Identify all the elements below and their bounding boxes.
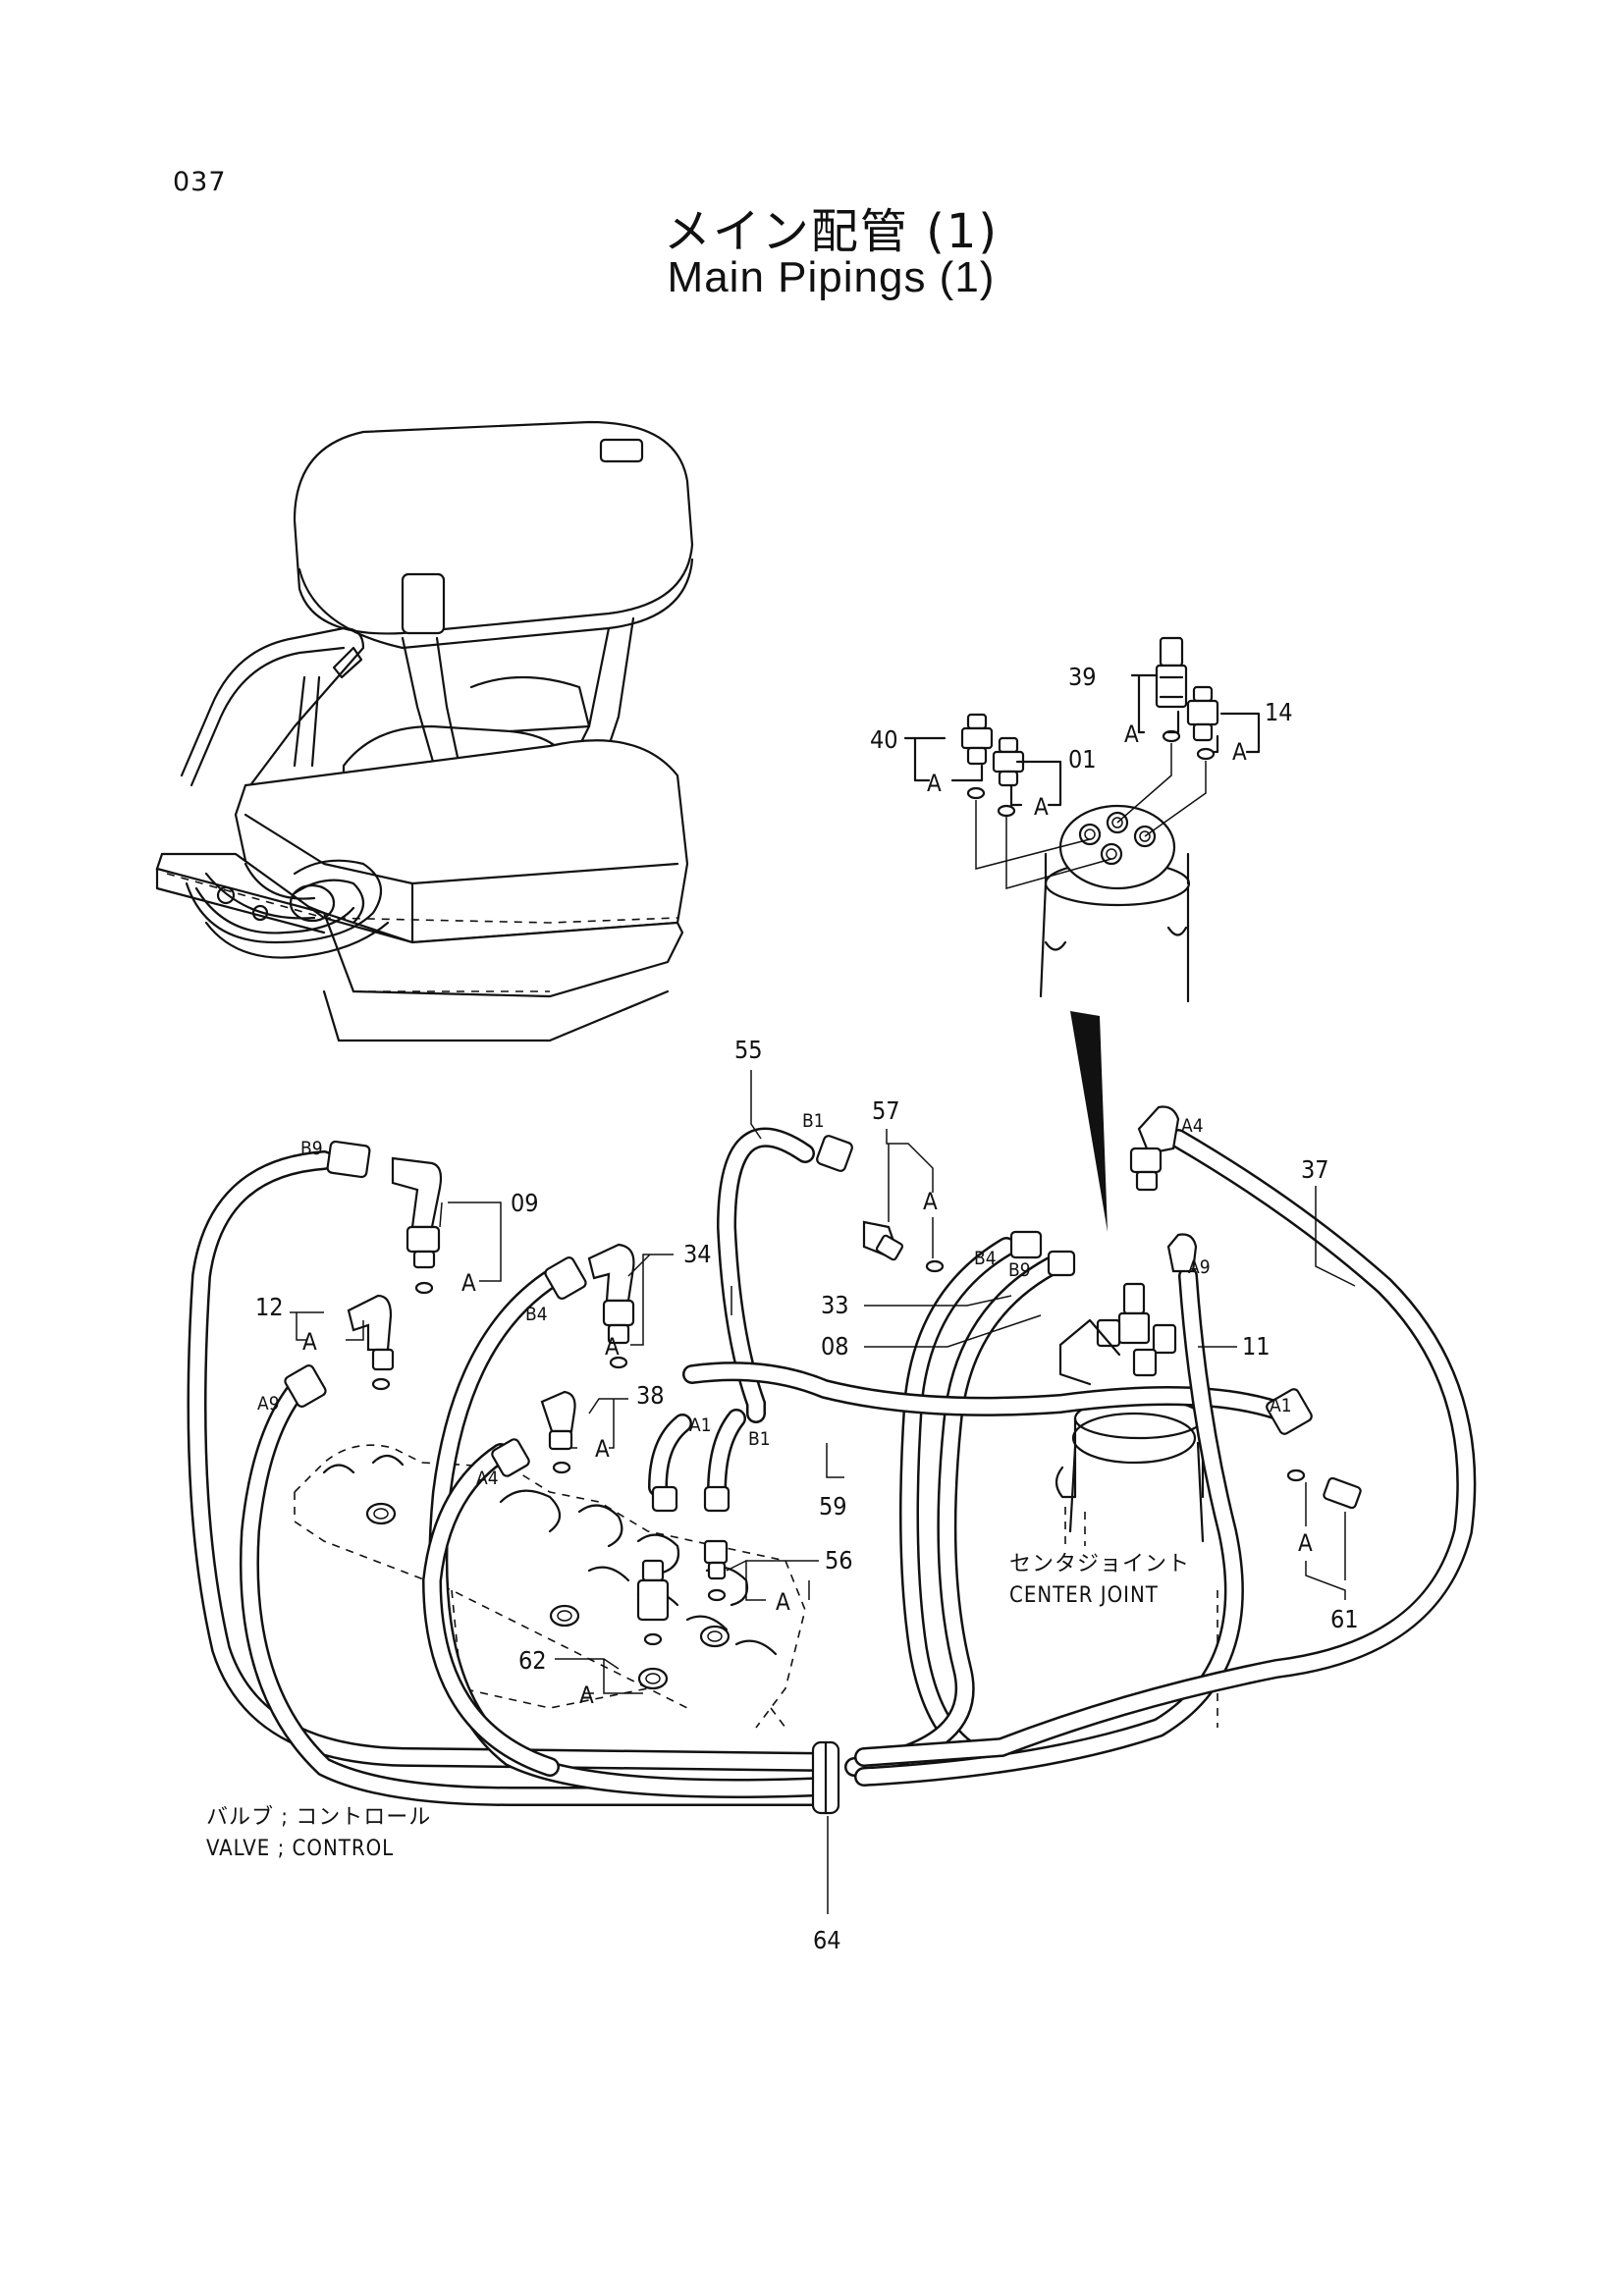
callout-marker: A: [927, 770, 942, 797]
part-numbers: 40 01 39 14 55 57 37 09 34 12 33 08 11 3…: [255, 663, 1359, 1954]
center-joint-detail-illustration: [903, 636, 1261, 1232]
port-tag-b4: B4: [525, 1304, 548, 1325]
part-number-01: 01: [1068, 745, 1097, 774]
callout-marker: A: [595, 1435, 610, 1463]
part-number-11: 11: [1242, 1332, 1271, 1361]
valve-control-label-english: VALVE ; CONTROL: [206, 1837, 394, 1861]
part-number-64: 64: [813, 1926, 841, 1954]
valve-control-label-japanese: バルブ ; コントロール: [206, 1805, 431, 1830]
port-tag-b1: B1: [748, 1428, 771, 1450]
center-joint-body-illustration: [1055, 1282, 1218, 1728]
callout-marker: A: [605, 1333, 620, 1361]
fitting-hardware: [284, 1105, 1362, 1646]
port-tag-a1: A1: [689, 1415, 712, 1436]
port-tag-a1-upper: A1: [1270, 1395, 1292, 1416]
port-tags: B9 B4 A9 A4 A1 B1 B1 B4 B9 A4 A9 A1: [257, 1110, 1292, 1489]
hose-assemblies: [187, 1127, 1477, 1815]
callout-marker: A: [302, 1328, 317, 1356]
port-tag-b4-upper: B4: [974, 1248, 997, 1269]
page-title-english: Main Pipings (1): [667, 253, 996, 301]
center-joint-label-english: CENTER JOINT: [1009, 1583, 1159, 1608]
part-number-56: 56: [825, 1546, 853, 1575]
port-tag-a4: A4: [476, 1468, 499, 1489]
page-title-japanese: メイン配管 (1): [663, 204, 1000, 259]
part-number-33: 33: [821, 1291, 849, 1319]
part-number-55: 55: [734, 1036, 763, 1064]
port-tag-a9: A9: [257, 1393, 280, 1415]
part-number-34: 34: [683, 1240, 712, 1268]
callout-marker: A: [776, 1588, 790, 1616]
callout-marker: A: [923, 1188, 938, 1215]
callout-marker: A: [1124, 721, 1139, 748]
port-tag-b9: B9: [300, 1138, 323, 1159]
part-number-59: 59: [819, 1492, 847, 1521]
port-tag-b1-upper: B1: [802, 1110, 825, 1132]
port-tag-b9-upper: B9: [1008, 1259, 1031, 1281]
assembly-labels: センタジョイント CENTER JOINT バルブ ; コントロール VALVE…: [206, 1552, 1190, 1861]
callout-marker: A: [1232, 738, 1247, 766]
part-number-40: 40: [870, 725, 898, 754]
port-tag-a4-upper: A4: [1181, 1115, 1204, 1137]
callout-marker: A: [579, 1682, 594, 1709]
part-number-61: 61: [1330, 1605, 1359, 1633]
part-number-57: 57: [872, 1096, 900, 1125]
callout-marker: A: [1298, 1529, 1313, 1557]
part-number-38: 38: [636, 1381, 665, 1410]
leader-lines: [290, 1070, 1356, 1914]
port-tag-a9-upper: A9: [1188, 1256, 1211, 1278]
part-number-37: 37: [1301, 1155, 1329, 1184]
part-number-12: 12: [255, 1293, 284, 1321]
part-number-09: 09: [511, 1189, 539, 1217]
control-valve-illustration: [294, 1444, 806, 1729]
part-number-39: 39: [1068, 663, 1097, 691]
part-number-62: 62: [518, 1646, 547, 1675]
center-joint-label-japanese: センタジョイント: [1009, 1552, 1190, 1576]
part-number-08: 08: [821, 1332, 849, 1361]
callout-marker: A: [1034, 793, 1049, 821]
callout-marker: A: [461, 1269, 476, 1297]
machine-overview-illustration: [155, 420, 694, 1042]
callout-markers: A A A A A A A A A A A A: [302, 721, 1313, 1709]
part-number-14: 14: [1265, 698, 1293, 726]
page-number: 037: [173, 167, 227, 197]
